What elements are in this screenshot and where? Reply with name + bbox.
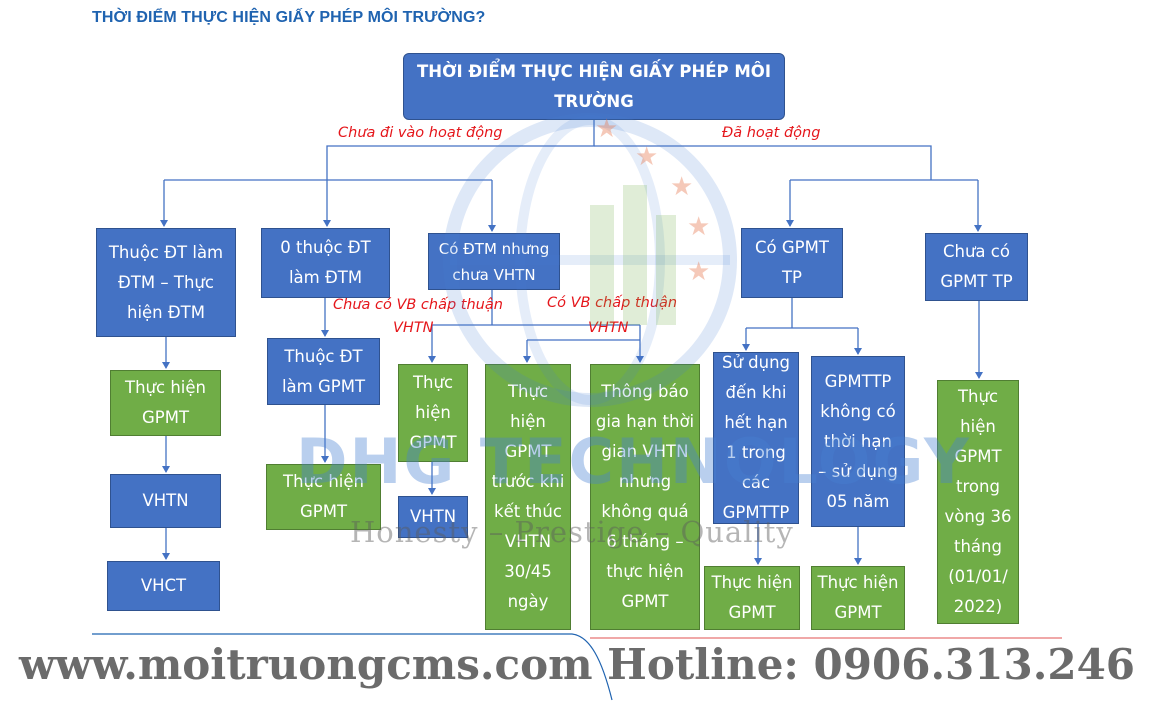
node-dtm-gpmt: Thực hiện GPMT	[110, 370, 221, 436]
node-no-gpmt: Chưa có GPMT TP	[925, 233, 1028, 301]
node-term-gpmt: Thực hiện GPMT	[811, 566, 905, 630]
node-before-end: Thực hiện GPMT trước khi kết thúc VHTN 3…	[485, 364, 571, 630]
node-no-approval-vhtn: VHTN	[398, 496, 468, 538]
edge-label-no-approval-vhtn: VHTN	[393, 320, 434, 336]
node-not-dtm: 0 thuộc ĐT làm ĐTM	[261, 228, 390, 298]
node-dtm-vhct: VHCT	[107, 561, 220, 611]
edge-label-operating: Đã hoạt động	[722, 125, 821, 141]
node-dtm-no-vhtn: Có ĐTM nhưng chưa VHTN	[428, 233, 560, 290]
page-heading: THỜI ĐIỂM THỰC HIỆN GIẤY PHÉP MÔI TRƯỜNG…	[92, 9, 486, 26]
node-has-gpmt: Có GPMT TP	[741, 228, 843, 298]
edge-label-not-operating: Chưa đi vào hoạt động	[338, 125, 503, 141]
node-use-until: Sử dụng đến khi hết hạn 1 trong các GPMT…	[713, 352, 799, 524]
node-dtm-vhtn: VHTN	[110, 474, 221, 528]
node-use-gpmt: Thực hiện GPMT	[704, 566, 800, 630]
node-no-term: GPMTTP không có thời hạn – sử dụng 05 nă…	[811, 356, 905, 527]
node-no-approval-gpmt: Thực hiện GPMT	[398, 364, 468, 462]
edge-label-has-approval-vhtn: VHTN	[588, 320, 629, 336]
edge-label-no-approval: Chưa có VB chấp thuận	[333, 297, 503, 313]
node-extend: Thông báo gia hạn thời gian VHTN nhưng k…	[590, 364, 700, 630]
edge-label-has-approval: Có VB chấp thuận	[547, 295, 678, 311]
node-within-36: Thực hiện GPMT trong vòng 36 tháng (01/0…	[937, 380, 1019, 624]
root-node: THỜI ĐIỂM THỰC HIỆN GIẤY PHÉP MÔI TRƯỜNG	[403, 53, 785, 120]
node-gpmt-do: Thực hiện GPMT	[266, 464, 381, 530]
node-dtm: Thuộc ĐT làm ĐTM – Thực hiện ĐTM	[96, 228, 236, 337]
footer-contact: www.moitruongcms.com Hotline: 0906.313.2…	[18, 640, 1136, 689]
node-gpmt-type: Thuộc ĐT làm GPMT	[267, 338, 380, 405]
